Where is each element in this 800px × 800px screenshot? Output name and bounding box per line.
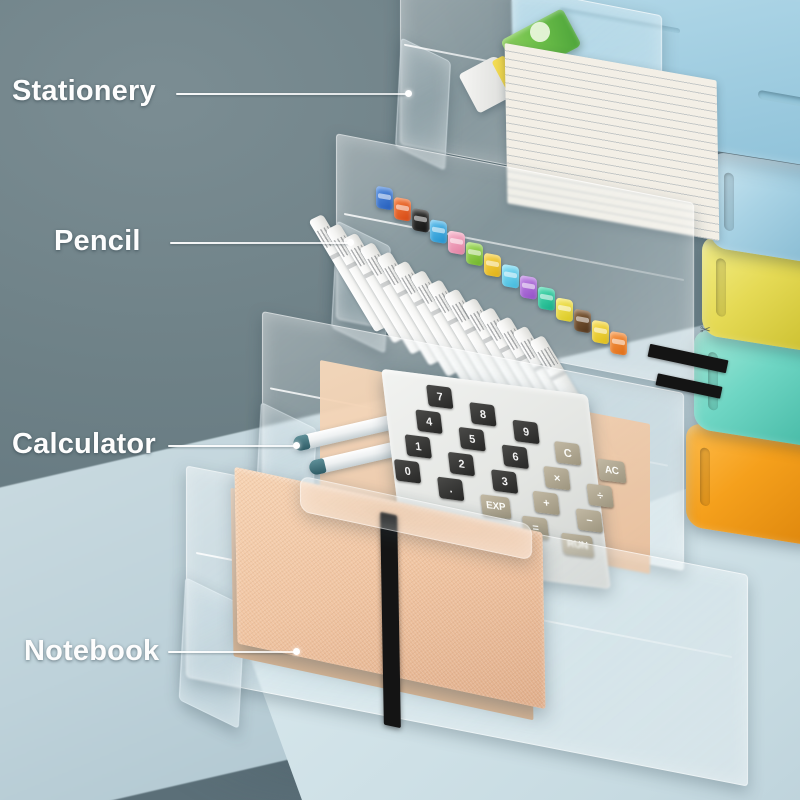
callout-label-calculator: Calculator (12, 428, 156, 460)
callout-dot-calculator (293, 442, 300, 449)
marker-cap (556, 297, 573, 323)
marker-cap (394, 196, 411, 222)
marker-cap (448, 230, 465, 256)
calc-key-dot[interactable]: . (437, 476, 465, 502)
marker-cap (574, 308, 591, 334)
calc-key-2[interactable]: 2 (447, 451, 476, 477)
calc-key-6[interactable]: 6 (501, 444, 530, 470)
calc-key-7[interactable]: 7 (426, 384, 454, 410)
marker-cap (592, 319, 609, 345)
callout-line-notebook (168, 651, 296, 653)
marker-cap (538, 286, 555, 312)
calc-key-8[interactable]: 8 (469, 402, 497, 427)
marker-cap (484, 252, 501, 278)
marker-cap (502, 263, 519, 289)
calc-key-3[interactable]: 3 (490, 469, 519, 494)
drawer-grip[interactable] (700, 447, 710, 507)
calc-key-plus[interactable]: + (532, 490, 560, 516)
callout-label-notebook: Notebook (24, 635, 160, 667)
callout-label-pencil: Pencil (54, 225, 141, 257)
calc-key-1[interactable]: 1 (404, 434, 433, 459)
callout-line-calculator (168, 445, 296, 447)
marker-cap (376, 185, 393, 211)
callout-dot-notebook (293, 648, 300, 655)
calc-key-times[interactable]: × (543, 465, 571, 491)
drawer-grip[interactable] (724, 172, 734, 232)
calc-key-9[interactable]: 9 (512, 419, 540, 445)
calc-key-divide[interactable]: ÷ (586, 483, 614, 509)
marker-cap (520, 275, 537, 300)
calc-key-5[interactable]: 5 (458, 426, 486, 452)
callout-line-stationery (176, 93, 408, 95)
callout-label-stationery: Stationery (12, 75, 156, 107)
callout-dot-stationery (405, 90, 412, 97)
callout-line-pencil (170, 242, 350, 244)
calc-key-c[interactable]: C (554, 441, 582, 466)
calc-key-minus[interactable]: − (575, 508, 604, 533)
calc-key-4[interactable]: 4 (415, 409, 443, 434)
drawer-front-lightblue[interactable] (710, 150, 800, 266)
calc-key-0[interactable]: 0 (393, 459, 422, 484)
marker-cap (466, 241, 483, 267)
scissors-icon: ✂ (700, 322, 711, 337)
marker-cap (412, 207, 429, 233)
calc-key-ac[interactable]: AC (597, 458, 627, 484)
drawer-grip[interactable] (716, 257, 726, 318)
marker-cap (610, 330, 627, 356)
marker-cap (430, 219, 447, 245)
callout-dot-pencil (347, 239, 354, 246)
